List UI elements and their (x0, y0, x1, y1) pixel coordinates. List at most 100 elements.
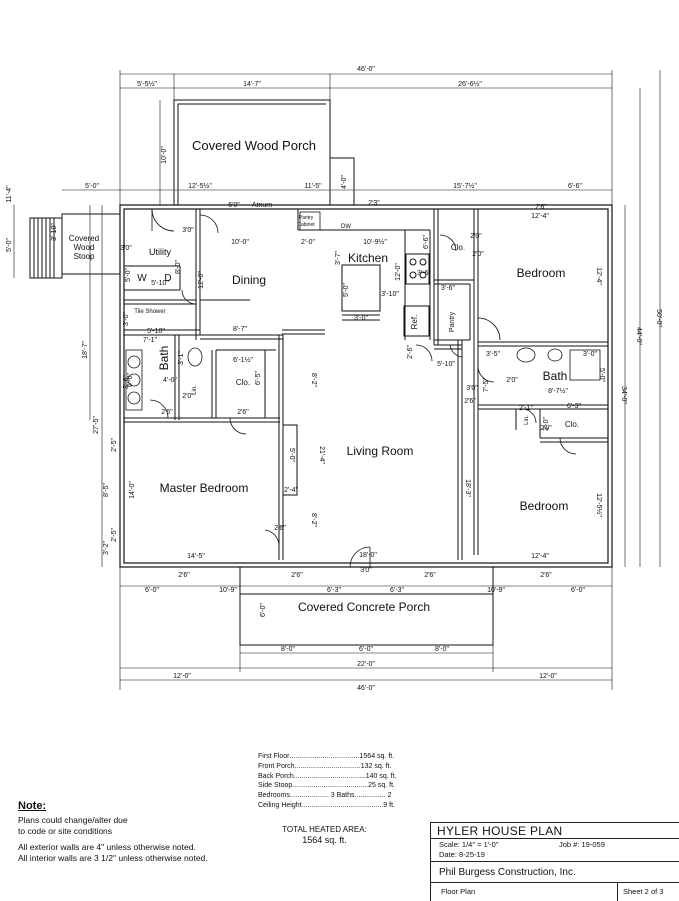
label-covered-concrete-porch: Covered Concrete Porch (298, 600, 430, 614)
stat-label: Side Stoop (258, 782, 293, 790)
door-3-0-dining: 3'0" (182, 227, 194, 234)
door-2-0-b: 2'0" (472, 251, 484, 258)
stat-front-porch: Front Porch.............................… (258, 762, 397, 772)
stat-label: First Floor (258, 753, 290, 760)
dim-dining-h: 12'-0" (198, 271, 205, 289)
dim-kitchen-h: 12'-0" (395, 263, 402, 281)
label-bedroom-se: Bedroom (520, 499, 569, 513)
door-2-6-p: 2'6" (274, 525, 286, 532)
dim-kit-510: 5'-10" (437, 361, 455, 368)
dim-bottom1-0: 6'-0" (145, 587, 159, 594)
door-2-6-d: 2'6" (540, 572, 552, 579)
front-porch-outline (239, 567, 494, 646)
dim-bottom-22: 22'-0" (357, 661, 375, 668)
stat-label: Ceiling Height (258, 801, 302, 809)
dim-3-0u: 3'-0" (543, 417, 550, 431)
dim-bed-ne-w: 12'-4" (531, 213, 549, 220)
dim-5-10: 5'-10" (151, 280, 169, 287)
dim-top-mid: 14'-7" (243, 81, 261, 88)
dim-bottom2-1: 6'-0" (359, 646, 373, 653)
stat-first-floor: First Floor.............................… (258, 752, 397, 762)
dim-5-0: 5'-0" (288, 448, 295, 462)
dim-6-5: 6'-5" (255, 371, 262, 385)
dim-row2-2: 11'-5" (304, 183, 322, 190)
dim-3-5: 3'-5" (486, 351, 500, 358)
stat-label: Bedrooms (258, 792, 290, 800)
dim-bottom1-5: 6'-0" (571, 587, 585, 594)
label-tile-shower: Tile Shower (134, 309, 165, 315)
door-2-6-q: 2'6" (464, 398, 476, 405)
dim-left-18: 18'-7" (82, 341, 89, 359)
dim-7-1: 7'-1" (143, 337, 157, 344)
total-heated-area: TOTAL HEATED AREA: 1564 sq. ft. (282, 825, 367, 845)
dim-6-0: 6'-0" (127, 373, 134, 387)
dim-top-overall: 46'-0" (357, 66, 375, 73)
plumbing-fixtures (125, 211, 601, 411)
dimension-lines (13, 70, 661, 690)
stat-leader: .................................... (289, 753, 360, 760)
dim-hall-510: 5'-10" (147, 328, 165, 335)
dim-left-27: 27'-5" (93, 416, 100, 434)
dim-6-3: 6'-3" (567, 403, 581, 410)
door-2-6-m: 2'6" (161, 409, 173, 416)
dim-bed-se-h: 12'-5½" (595, 493, 603, 517)
label-dining: Dining (232, 273, 266, 287)
stat-side-stoop: Side Stoop..............................… (258, 781, 397, 791)
dim-2-1: 2'-1" (519, 405, 533, 412)
label-pantry-cabinet-1: Pantry (299, 215, 314, 221)
label-bath-main: Bath (543, 369, 568, 383)
dim-2-0: 2'-0" (301, 239, 315, 246)
stat-extra: 2 (387, 792, 392, 800)
note-line-4: All interior walls are 3 1/2" unless oth… (18, 853, 208, 863)
door-3-0-util: 3'0" (120, 245, 132, 252)
dim-3-6a: 3'-6" (417, 270, 431, 277)
dim-left-5: 5'-0" (6, 238, 13, 252)
sheet-name: Floor Plan (441, 887, 476, 896)
floor-plan-drawing: Covered Wood Porch Covered Wood Stoop Ut… (6, 66, 662, 692)
stat-back-porch: Back Porch..............................… (258, 772, 397, 782)
dim-bed-se-w: 12'-4" (531, 553, 549, 560)
job-number: Job #: 19-059 (559, 840, 605, 849)
dim-right-50: 50'-0" (655, 309, 662, 327)
dim-bottom1-4: 10'-9" (487, 587, 505, 594)
dim-3-7: 3'-7" (335, 251, 342, 265)
dim-row2-4: 6'-6" (568, 183, 582, 190)
side-stoop-outline (29, 213, 121, 279)
dim-bottom-12l: 12'-0" (173, 673, 191, 680)
label-living-room: Living Room (347, 444, 414, 458)
stat-value: 25 sq. ft. (368, 782, 395, 790)
dim-top-left: 5'-5½" (137, 80, 157, 88)
heated-label: TOTAL HEATED AREA: (282, 825, 367, 834)
date-text: Date: 8-25-19 (439, 850, 485, 859)
label-washer: W (137, 273, 147, 284)
label-bedroom-ne: Bedroom (517, 266, 566, 280)
dim-6-1: 6'-1½" (233, 356, 253, 364)
dim-row2-3: 15'-7½" (453, 182, 477, 190)
area-stats: First Floor.............................… (258, 752, 397, 811)
dim-8-2a: 8'-2" (310, 373, 317, 387)
label-stoop-1: Covered (69, 234, 99, 243)
dim-hall-w: 8'-7" (233, 326, 247, 333)
back-porch-outline (173, 99, 355, 206)
dim-2-5b: 2'-5" (111, 528, 118, 542)
label-closet-2: Clo. (236, 378, 250, 387)
dim-3-0b: 3'-0" (123, 312, 130, 326)
dim-3-2: 3'-2" (103, 541, 110, 555)
door-2-3: 2'3" (368, 200, 380, 207)
sheet-number: Sheet 2 of 3 (623, 887, 664, 896)
door-front: 3'0" (360, 567, 372, 574)
dim-top-right: 26'-6½" (458, 80, 482, 88)
dim-master-w: 14'-5" (187, 553, 205, 560)
dim-dining-w: 10'-0" (231, 239, 249, 246)
note-line-3: All exterior walls are 4" unless otherwi… (18, 842, 196, 852)
title-block: HYLER HOUSE PLAN Scale: 1/4" = 1'-0" Job… (430, 822, 679, 901)
dim-bottom-12r: 12'-0" (539, 673, 557, 680)
dim-living-h: 21'-4" (318, 446, 325, 464)
room-labels: Covered Wood Porch Covered Wood Stoop Ut… (69, 138, 579, 614)
door-2-6-top: 2'6" (535, 204, 547, 211)
dim-island-h: 5'-0" (343, 283, 350, 297)
label-stoop-2: Wood (74, 243, 95, 252)
stat-leader: ..................................... (293, 772, 366, 780)
dim-right-34: 34'-0" (620, 386, 627, 404)
dim-7-5: 7'-5" (483, 378, 490, 392)
